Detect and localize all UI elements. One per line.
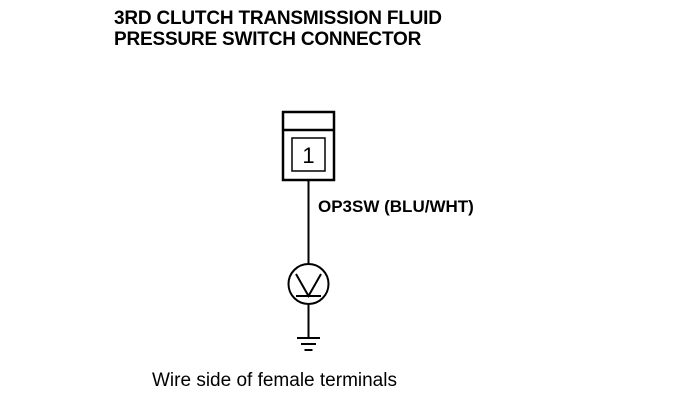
title-line-2: PRESSURE SWITCH CONNECTOR bbox=[114, 29, 422, 50]
pressure-switch-icon bbox=[287, 263, 330, 305]
terminal-cavity bbox=[291, 137, 326, 172]
terminal-number: 1 bbox=[302, 143, 314, 168]
wire-label: OP3SW (BLU/WHT) bbox=[318, 197, 474, 216]
title-line-1: 3RD CLUTCH TRANSMISSION FLUID bbox=[114, 8, 442, 29]
diagram-title: 3RD CLUTCH TRANSMISSION FLUID PRESSURE S… bbox=[114, 8, 634, 50]
switch-contact bbox=[295, 273, 322, 299]
connector-housing: 1 bbox=[281, 110, 336, 182]
ground-icon bbox=[297, 337, 320, 351]
caption: Wire side of female terminals bbox=[152, 370, 397, 391]
